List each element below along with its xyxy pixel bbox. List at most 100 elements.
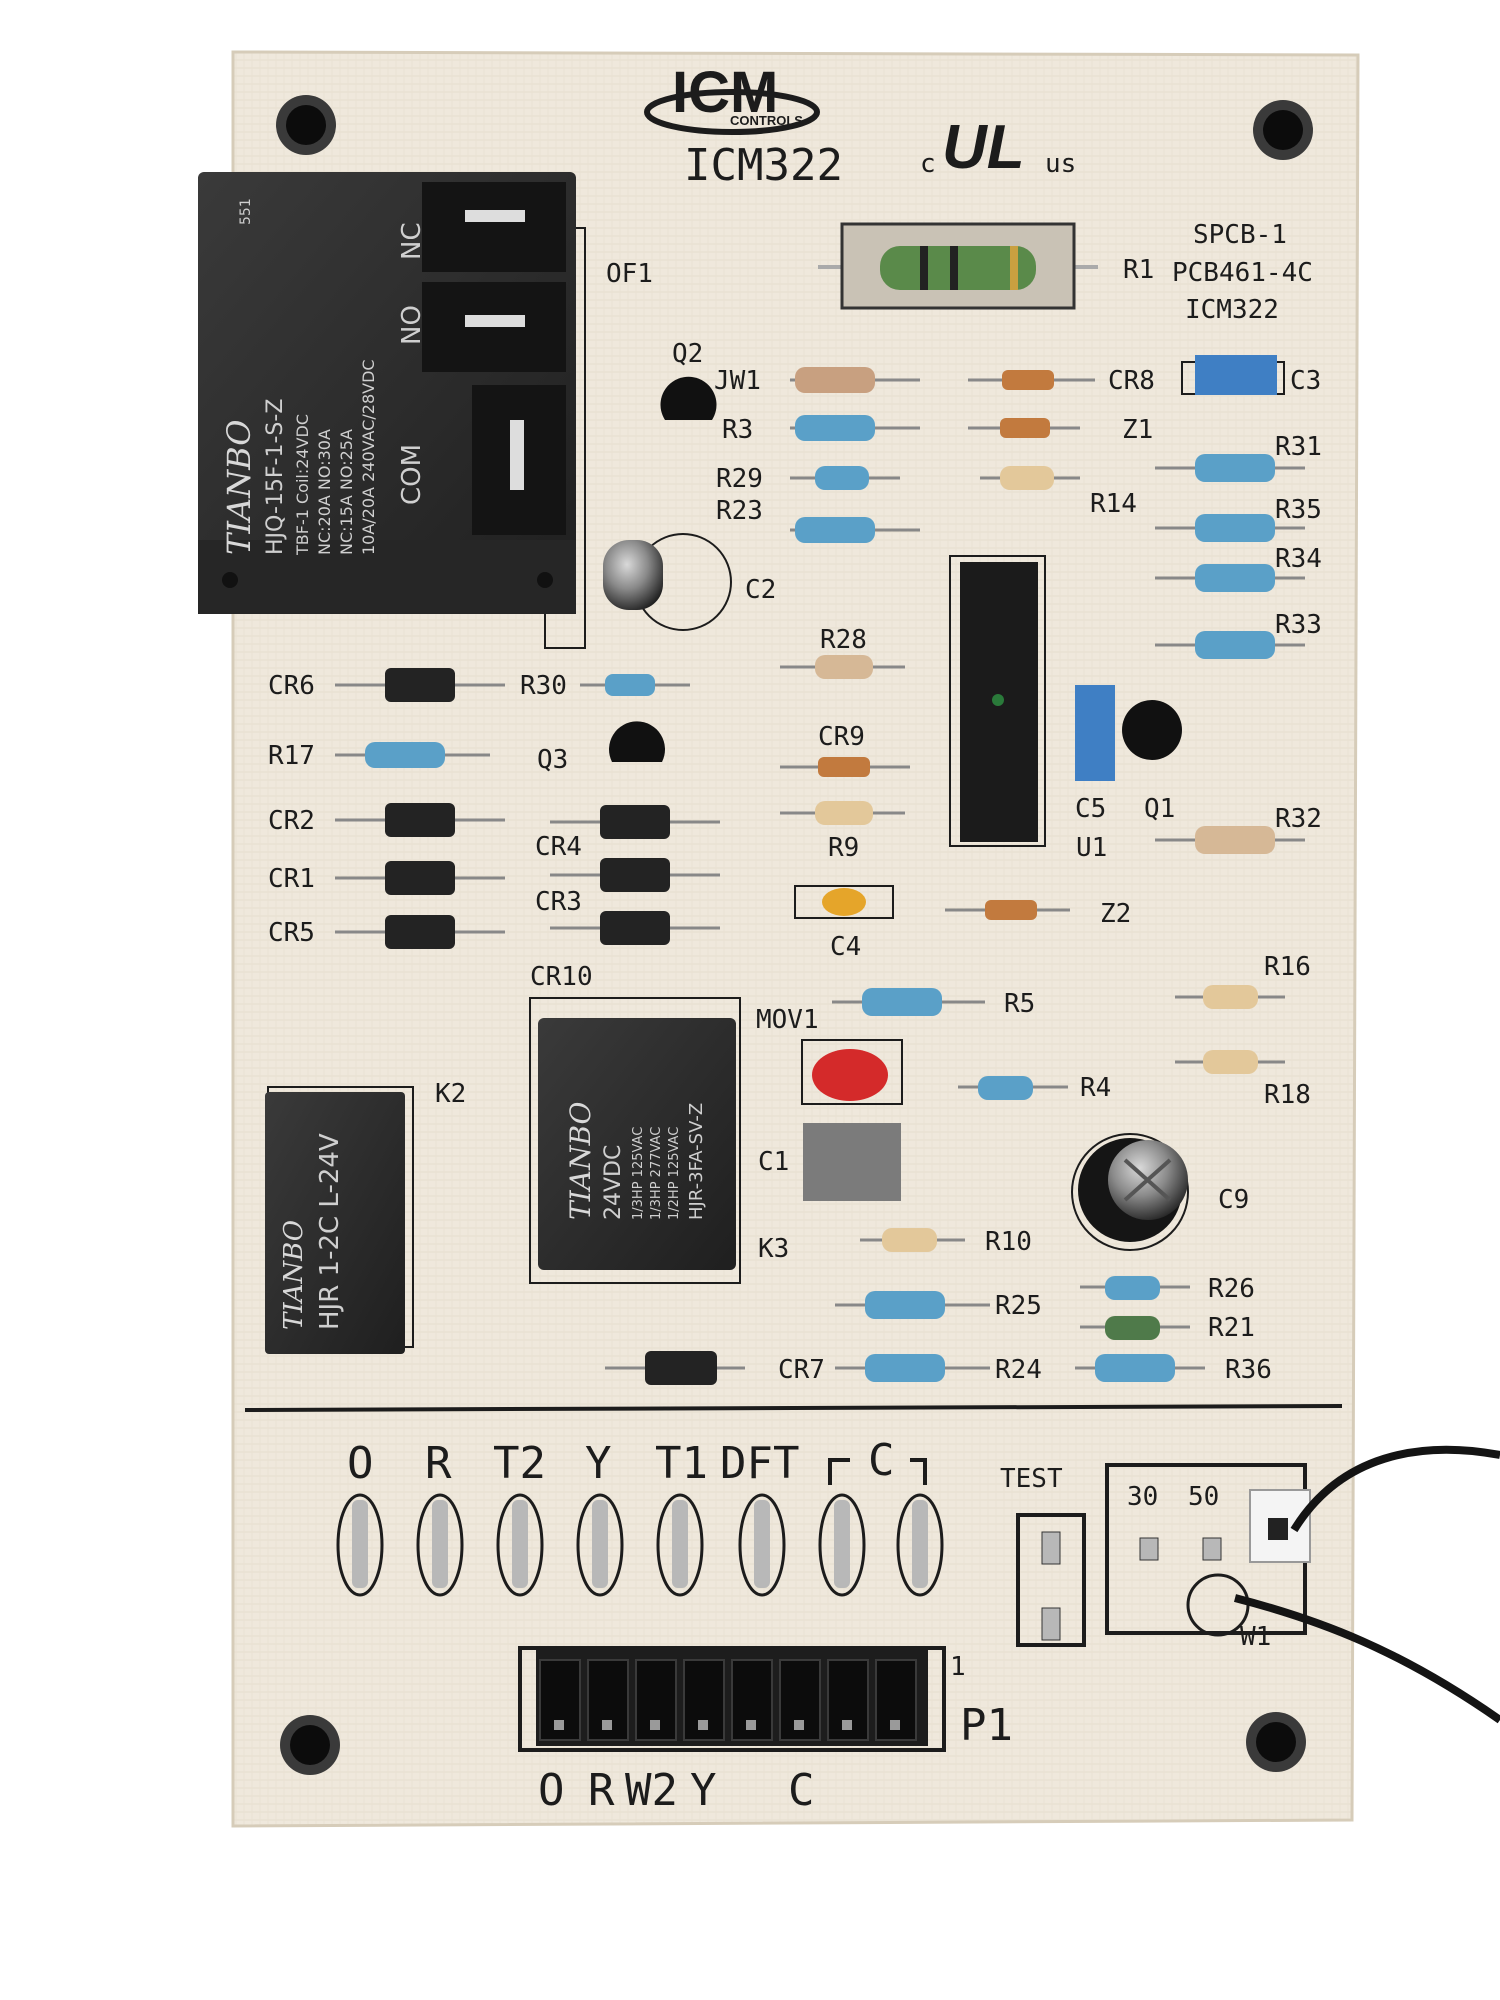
terminal-labels: O R T2 Y T1 DFT C: [347, 1435, 927, 1489]
label-rating3: 10A/20A 240VAC/28VDC: [359, 359, 378, 555]
label-c5: C5: [1075, 794, 1106, 824]
label-5: DFT: [720, 1438, 799, 1489]
label-cr3: CR3: [535, 887, 582, 917]
label-of1: OF1: [606, 259, 653, 289]
label-r28: R28: [820, 625, 867, 655]
label-coil: TBF-1 Coil:24VDC: [293, 414, 312, 556]
label-r29: R29: [716, 464, 763, 494]
label-r24: R24: [995, 1355, 1042, 1385]
label-r32: R32: [1275, 804, 1322, 834]
label-0: 1/3HP 125VAC: [631, 1127, 646, 1220]
label-q3: Q3: [537, 745, 568, 775]
label-cr8: CR8: [1108, 366, 1155, 396]
label-cr9: CR9: [818, 722, 865, 752]
test-pins[interactable]: [1016, 1513, 1086, 1647]
connector-p1[interactable]: [518, 1646, 946, 1752]
label-cr5: CR5: [268, 918, 315, 948]
label-1: 50: [1188, 1482, 1219, 1512]
label-brand: TIANBO: [564, 1101, 597, 1220]
label-label: K2: [435, 1079, 466, 1109]
label-label: K3: [758, 1234, 789, 1264]
label-2: W2: [625, 1765, 678, 1816]
connector-pin-labels: O R W2 Y C: [538, 1765, 815, 1816]
label-code: 551: [238, 198, 254, 225]
capacitor-c2: [603, 533, 732, 631]
label-4: T1: [655, 1438, 708, 1489]
label-cr4: CR4: [535, 832, 582, 862]
label-voltage: 24VDC: [601, 1145, 626, 1220]
label-c3: C3: [1290, 366, 1321, 396]
label-r23: R23: [716, 496, 763, 526]
cert-c: c: [920, 149, 936, 179]
timer-selector[interactable]: [1105, 1463, 1311, 1637]
label-part: HJR-3FA-SV-Z: [686, 1103, 707, 1220]
ul-cert-mark: c UL us: [920, 113, 1076, 182]
bottom-resistors: [605, 1228, 1205, 1385]
label-r34: R34: [1275, 544, 1322, 574]
transistor-q3: [609, 721, 665, 762]
label-4: C: [788, 1765, 815, 1816]
diode-cluster: [968, 370, 1095, 490]
transistor-q1: [1122, 700, 1182, 760]
transistor-q2: [660, 376, 717, 420]
label-r17: R17: [268, 741, 315, 771]
label-1: NO: [397, 305, 427, 345]
label-part: HJR 1-2C L-24V: [315, 1133, 345, 1330]
label-r35: R35: [1275, 495, 1322, 525]
capacitor-c3: [1181, 355, 1285, 395]
relay-k3: TIANBO 24VDC 1/3HP 125VAC 1/3HP 277VAC 1…: [529, 997, 741, 1284]
label-r3: R3: [722, 415, 753, 445]
label-1: PCB461-4C: [1172, 258, 1313, 288]
logo-text: ICM: [672, 60, 778, 125]
left-diode-stack: [335, 668, 720, 949]
label-c4: C4: [830, 932, 861, 962]
resistor-r1: [818, 222, 1098, 310]
wire-lead: [1233, 1594, 1500, 1724]
divider-line: [244, 1404, 1343, 1412]
label-r36: R36: [1225, 1355, 1272, 1385]
label-brand: TIANBO: [279, 1220, 309, 1330]
label-cr1: CR1: [268, 864, 315, 894]
label-cr2: CR2: [268, 806, 315, 836]
label-cr7: CR7: [778, 1355, 825, 1385]
cert-us: us: [1045, 149, 1076, 179]
label-pin1: 1: [950, 1652, 966, 1682]
label-r10: R10: [985, 1227, 1032, 1257]
label-cr6: CR6: [268, 671, 315, 701]
label-r4: R4: [1080, 1073, 1111, 1103]
main-relay: TIANBO HJQ-15F-1-S-Z TBF-1 Coil:24VDC NC…: [198, 172, 586, 649]
label-jw1: JW1: [714, 366, 761, 396]
logo-sub: CONTROLS: [730, 113, 803, 128]
label-c2: C2: [745, 575, 776, 605]
label-c9: C9: [1218, 1185, 1249, 1215]
label-r31: R31: [1275, 432, 1322, 462]
label-2: T2: [493, 1438, 546, 1489]
label-0: O: [538, 1765, 565, 1816]
icm-logo: ICM CONTROLS: [644, 60, 820, 135]
label-r5: R5: [1004, 989, 1035, 1019]
p1-label: P1: [960, 1700, 1013, 1751]
label-r1: R1: [1123, 255, 1154, 285]
resistors-r5-r4: [832, 988, 1068, 1100]
label-q1: Q1: [1144, 794, 1175, 824]
label-0: 30: [1127, 1482, 1158, 1512]
label-r16: R16: [1264, 952, 1311, 982]
spade-terminals[interactable]: [336, 1493, 944, 1597]
label-q2: Q2: [672, 339, 703, 369]
label-r9: R9: [828, 833, 859, 863]
label-rating1: NC:20A NO:30A: [315, 429, 334, 555]
label-r33: R33: [1275, 610, 1322, 640]
label-z1: Z1: [1122, 415, 1153, 445]
capacitor-c1: [803, 1123, 901, 1201]
label-6: C: [868, 1435, 895, 1486]
label-c1: C1: [758, 1147, 789, 1177]
label-2: ICM322: [1185, 295, 1279, 325]
center-components: [780, 655, 1305, 920]
label-1: 1/3HP 277VAC: [649, 1127, 664, 1220]
label-rating2: NC:15A NO:25A: [337, 429, 356, 555]
label-1: R: [425, 1438, 452, 1489]
label-u1: U1: [1076, 833, 1107, 863]
test-label: TEST: [1000, 1464, 1063, 1494]
label-1: R: [588, 1765, 615, 1816]
